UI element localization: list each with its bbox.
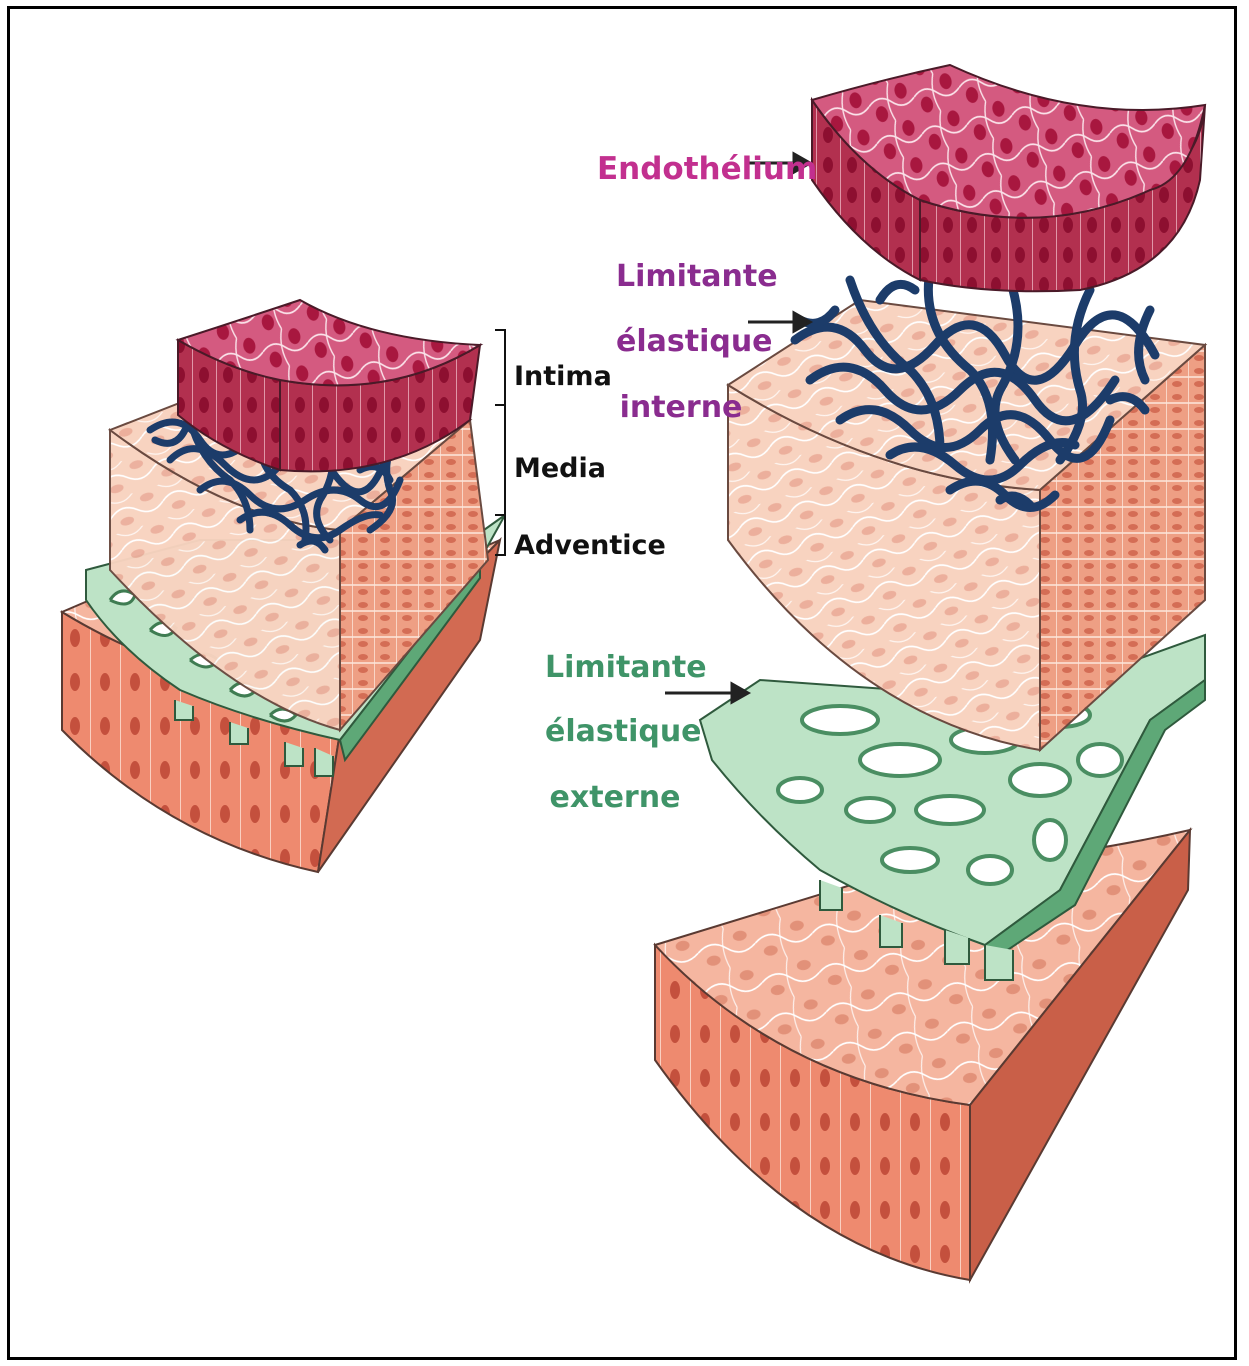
right-exploded-stack [655,65,1205,1280]
label-limitante-interne-line2: élastique [616,327,746,357]
label-adventice: Adventice [514,532,666,559]
right-endothelium-layer [812,65,1205,291]
label-limitante-externe-line2: élastique [545,717,685,747]
label-limitante-interne-line3: interne [616,393,746,423]
label-limitante-externe-line3: externe [545,783,685,813]
label-endothelium: Endothélium [597,154,817,185]
label-media: Media [514,455,606,482]
left-vessel-block [62,300,505,872]
label-limitante-interne-line1: Limitante [616,262,746,292]
label-limitante-externe-line1: Limitante [545,653,685,683]
label-intima: Intima [514,363,612,390]
